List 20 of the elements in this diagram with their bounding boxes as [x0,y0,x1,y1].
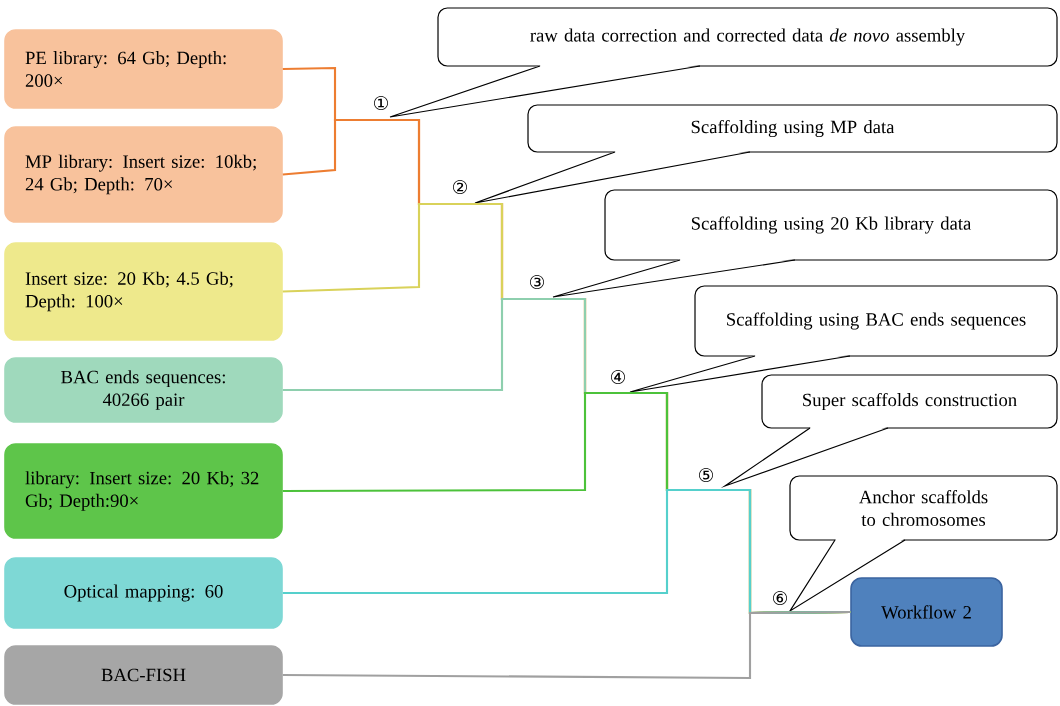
callout-bubble: Super scaffolds construction [720,374,1058,489]
callout-bubble: Scaffolding using 20 Kb library data [552,189,1058,298]
callout-bubble: Scaffolding using BAC ends sequences [629,285,1058,393]
step-number: ① [374,96,388,110]
callout-bubble: raw data correction and corrected data de novo assembly [389,7,1058,118]
data-box: library: Insert size: 20 Kb; 32 Gb; Depth:90× [4,443,283,539]
data-box: Insert size: 20 Kb; 4.5 Gb; Depth: 100× [4,242,283,341]
step-number: ⑤ [699,468,713,482]
data-box: BAC ends sequences: 40266 pair [4,357,283,423]
data-box: Optical mapping: 60 [4,557,283,629]
connector-line [282,610,851,680]
data-box: MP library: Insert size: 10kb; 24 Gb; Depth: 70× [4,126,283,223]
data-box: PE library: 64 Gb; Depth: 200× [4,29,283,109]
step-number: ③ [530,275,544,289]
callout-bubble: Scaffolding using MP data [474,104,1058,204]
step-number: ④ [611,370,625,384]
workflow-box: Workflow 2 [850,577,1003,647]
step-number: ⑥ [773,591,787,605]
step-number: ② [453,180,467,194]
data-box: BAC-FISH [4,645,283,705]
